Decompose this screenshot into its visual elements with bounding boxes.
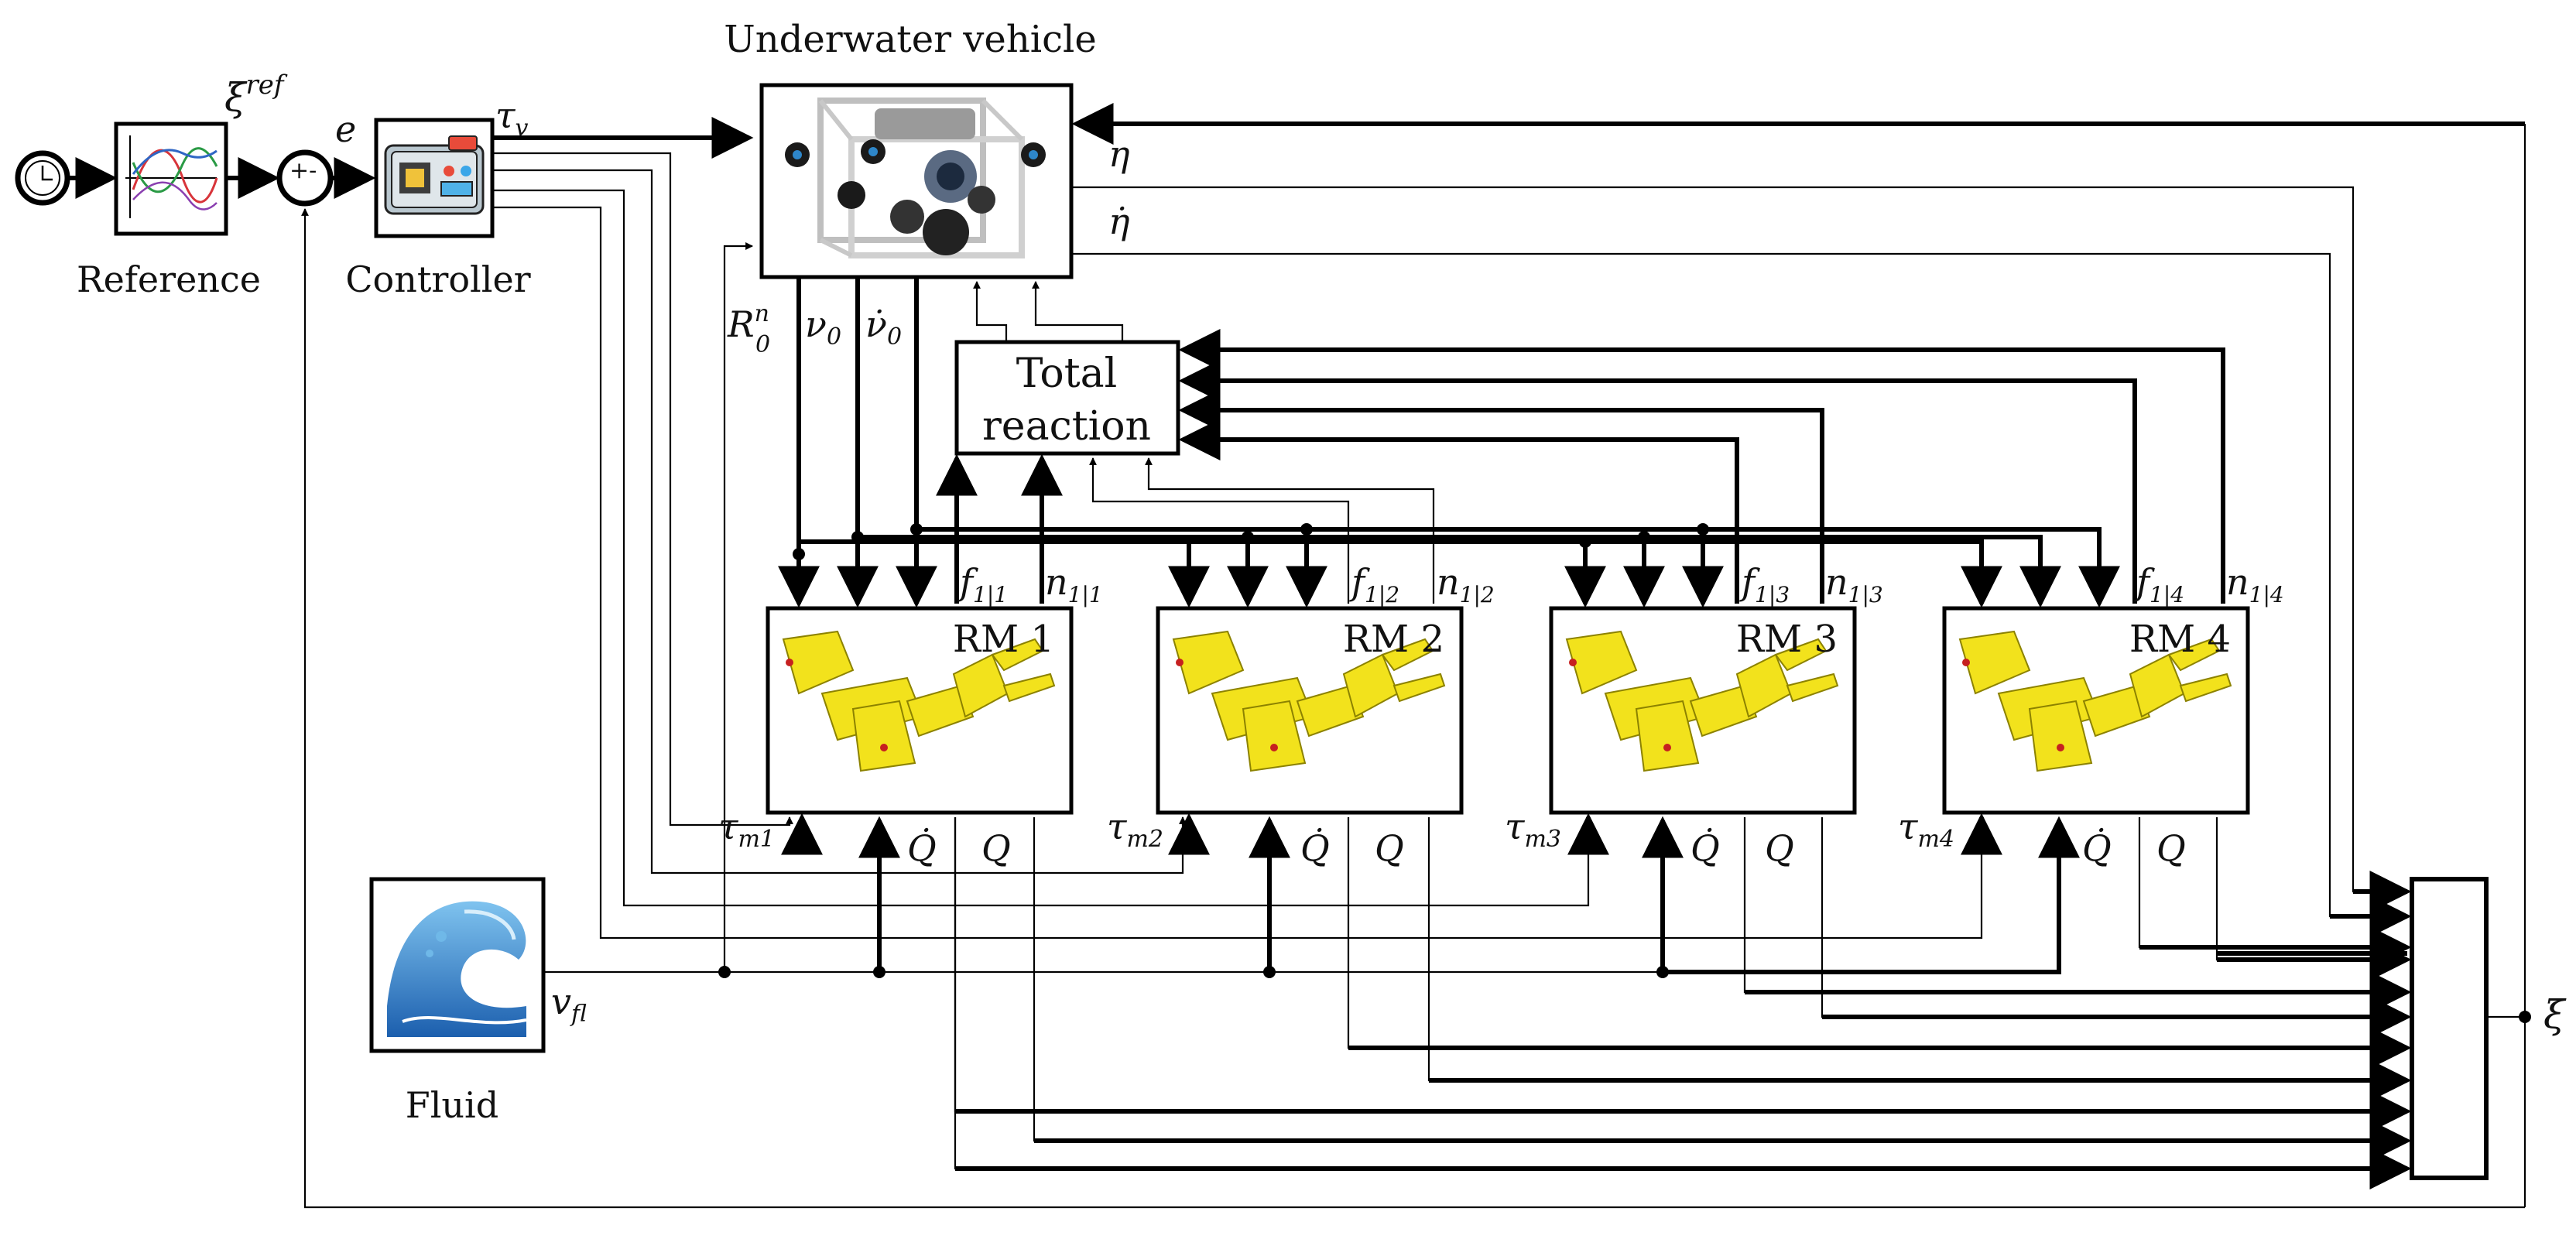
controller-label: Controller xyxy=(345,258,530,300)
fluid-velocity-lines xyxy=(543,816,2080,978)
clock-block xyxy=(15,150,70,206)
n-label-3: n1|3 xyxy=(1825,561,1883,608)
rm-label-4: RM 4 xyxy=(2129,618,2231,661)
total-reaction-block xyxy=(954,340,1180,456)
q-label-3: Q xyxy=(1765,827,1794,869)
xi-output-label: ξ xyxy=(2543,992,2567,1037)
q-dot-label-3: Q̇ xyxy=(1690,827,1720,869)
controller-block xyxy=(374,118,495,238)
n-label-1: n1|1 xyxy=(1045,561,1103,608)
n-label-2: n1|2 xyxy=(1437,561,1495,608)
nu-label: ν0 xyxy=(805,303,841,351)
controller-torque-lines xyxy=(492,152,1985,940)
f-label-1: f1|1 xyxy=(957,561,1008,608)
nu-dot-label: ν̇0 xyxy=(865,303,902,351)
rm-label-2: RM 2 xyxy=(1343,618,1444,661)
circuit-board-icon xyxy=(384,135,485,215)
eta-dot-label: η̇ xyxy=(1108,200,1130,242)
rm-block-4: RM 4 f1|4 n1|4 τm4 Q̇ Q xyxy=(1898,561,2284,869)
total-reaction-line1: Total xyxy=(1016,351,1117,397)
rm-label-3: RM 3 xyxy=(1736,618,1838,661)
signal-plot-icon xyxy=(125,135,218,218)
reference-block xyxy=(114,122,228,236)
f-label-2: f1|2 xyxy=(1349,561,1399,608)
q-label-1: Q xyxy=(981,827,1011,869)
rm-block-1: RM 1 f1|1 n1|1 τm1 Q̇ Q xyxy=(718,561,1103,869)
robot-arm-icon xyxy=(1958,630,2232,772)
error-label: e xyxy=(335,108,356,150)
vehicle-block xyxy=(759,83,1074,279)
total-reaction-line2: reaction xyxy=(982,403,1151,450)
mux-thick-inputs xyxy=(955,871,2412,1189)
robot-arm-icon xyxy=(1172,630,1446,772)
tau-m-label-4: τm4 xyxy=(1898,806,1954,853)
sum-signs: +- xyxy=(289,157,317,184)
fluid-block xyxy=(369,877,546,1053)
clock-icon xyxy=(25,160,60,196)
reference-label: Reference xyxy=(77,258,261,300)
n-label-4: n1|4 xyxy=(2226,561,2284,608)
fluid-label: Fluid xyxy=(406,1084,498,1126)
vehicle-state-bus xyxy=(778,277,2120,608)
rm-block-2: RM 2 f1|2 n1|2 τm2 Q̇ Q xyxy=(1107,561,1495,869)
f-label-4: f1|4 xyxy=(2134,561,2184,608)
tau-m-label-3: τm3 xyxy=(1505,806,1561,853)
vehicle-title: Underwater vehicle xyxy=(724,18,1096,61)
f-label-3: f1|3 xyxy=(1739,561,1790,608)
q-label-4: Q xyxy=(2156,827,2186,869)
mux-block xyxy=(2410,877,2489,1180)
robot-arm-icon xyxy=(1565,630,1839,772)
eta-label: η xyxy=(1108,133,1130,175)
rm-block-3: RM 3 f1|3 n1|3 τm3 Q̇ Q xyxy=(1505,561,1883,869)
tau-m-label-2: τm2 xyxy=(1107,806,1163,853)
rm-label-1: RM 1 xyxy=(953,618,1054,661)
q-label-2: Q xyxy=(1375,827,1404,869)
xi-ref-label: ξref xyxy=(224,70,288,120)
q-dot-label-4: Q̇ xyxy=(2082,827,2112,869)
sum-junction: +- xyxy=(276,149,334,207)
q-dot-label-1: Q̇ xyxy=(907,827,937,869)
q-dot-label-2: Q̇ xyxy=(1300,827,1330,869)
rov-vehicle-icon xyxy=(785,98,1046,258)
v-fl-label: vfl xyxy=(551,981,587,1028)
reaction-lines xyxy=(936,329,2225,604)
robot-arm-icon xyxy=(782,630,1056,772)
wave-icon xyxy=(387,901,527,1037)
tau-v-label: τv xyxy=(495,94,528,142)
tau-m-label-1: τm1 xyxy=(718,806,775,853)
